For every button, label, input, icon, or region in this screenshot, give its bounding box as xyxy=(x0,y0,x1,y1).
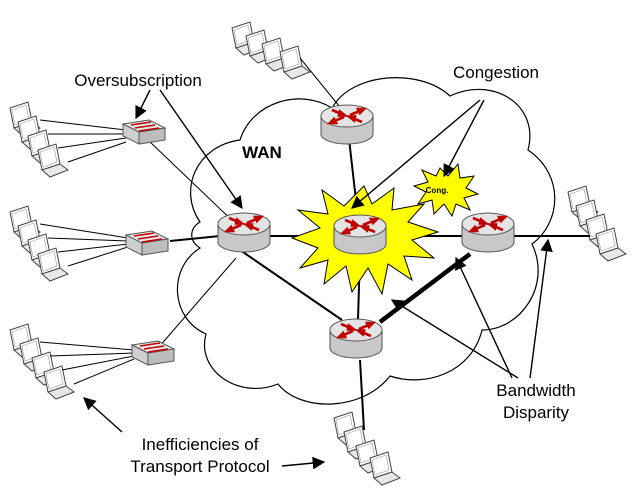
router-icon xyxy=(216,211,272,254)
router-icon xyxy=(328,317,384,360)
laptop-group-right xyxy=(567,185,627,262)
router-icon xyxy=(332,213,388,256)
inefficiencies-label-line2: Transport Protocol xyxy=(130,457,269,476)
laptop-group-left-2 xyxy=(9,205,69,282)
switch-icon xyxy=(122,119,166,145)
bandwidth-disparity-label-line2: Disparity xyxy=(503,403,570,422)
congestion-label: Congestion xyxy=(453,63,539,82)
laptop-group-bottom xyxy=(333,411,401,486)
laptop-group-left-1 xyxy=(9,101,69,178)
access-links xyxy=(39,119,135,385)
router-icon xyxy=(319,103,375,146)
laptop-group-top xyxy=(231,21,311,80)
inefficiencies-label-line1: Inefficiencies of xyxy=(142,435,259,454)
annotation-arrows xyxy=(83,89,553,470)
switch-icon xyxy=(131,340,175,366)
wan-label: WAN xyxy=(242,143,282,162)
switch-icon xyxy=(125,230,169,256)
congestion-burst-label: Cong. xyxy=(426,186,449,195)
congestion-burst-small xyxy=(412,162,480,218)
bandwidth-disparity-label-line1: Bandwidth xyxy=(496,381,575,400)
laptop-group-left-3 xyxy=(9,323,75,400)
oversubscription-label: Oversubscription xyxy=(74,71,202,90)
router-icon xyxy=(460,211,516,254)
